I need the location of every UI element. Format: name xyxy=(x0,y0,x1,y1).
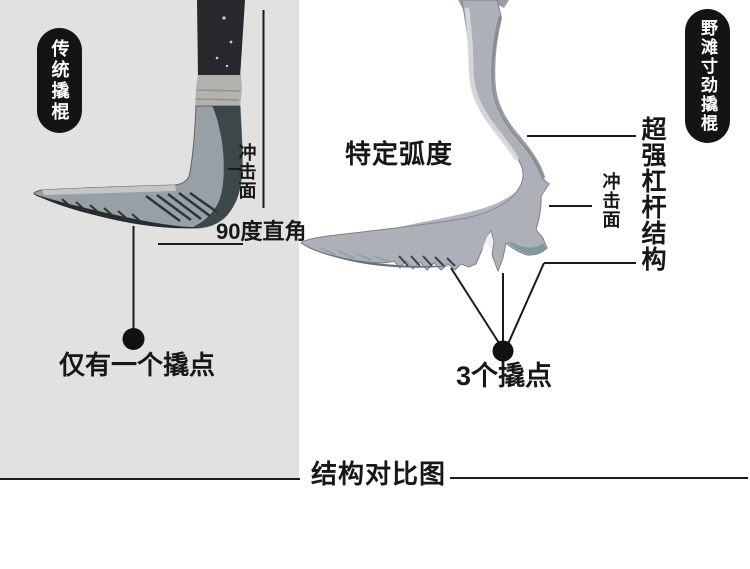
curved-crowbar-illustration xyxy=(300,0,550,273)
curved-blade xyxy=(300,0,550,273)
impact-face-label-right: 冲击面 xyxy=(600,172,621,229)
triple-pry-point-dot xyxy=(492,340,514,362)
curved-crowbar-badge: 野滩寸劲撬棍 xyxy=(685,9,730,143)
traditional-crowbar-badge: 传统撬棍 xyxy=(37,28,82,133)
curved-crowbar-badge-text: 野滩寸劲撬棍 xyxy=(698,19,717,133)
single-pry-point-label: 仅有一个撬点 xyxy=(59,350,216,380)
right-angle-label: 90度直角 xyxy=(216,219,307,244)
traditional-crowbar-badge-text: 传统撬棍 xyxy=(49,38,70,123)
impact-face-label-left: 冲击面 xyxy=(236,143,257,200)
pry-point-leader-right xyxy=(507,262,545,345)
figure-title: 结构对比图 xyxy=(311,459,447,489)
specific-arc-label: 特定弧度 xyxy=(345,139,454,169)
lever-structure-label: 超强杠杆结构 xyxy=(638,116,666,272)
pry-point-leader-left xyxy=(450,267,500,344)
triple-pry-point-label: 3个撬点 xyxy=(456,361,553,391)
